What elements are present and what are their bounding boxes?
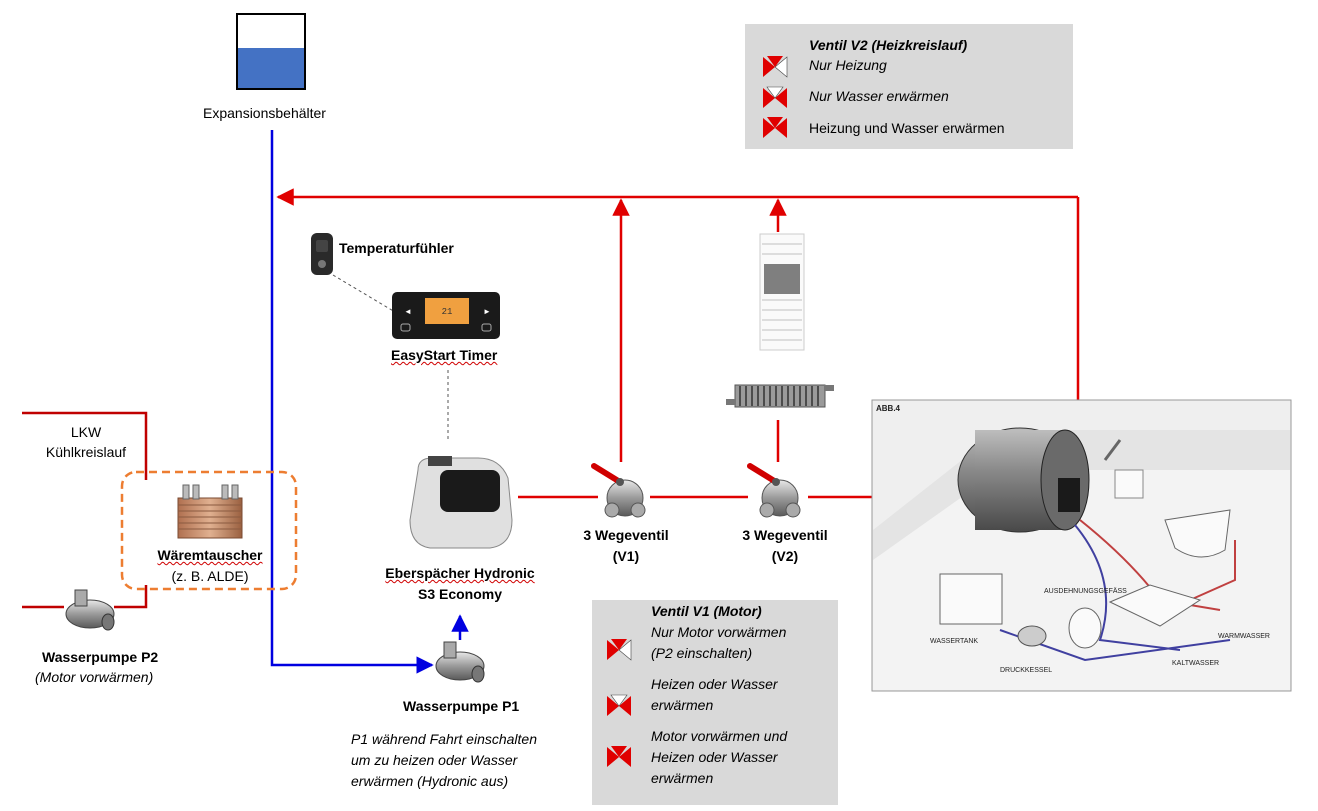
legend-v1-item-1-line2: (P2 einschalten)	[651, 645, 753, 661]
temperature-sensor-label: Temperaturfühler	[339, 240, 454, 256]
legend-v1-item-3-line2: Heizen oder Wasser	[651, 749, 778, 765]
legend-v1-item-3-line1: Motor vorwärmen und	[651, 728, 788, 744]
legend-v2-item-heating-only: Nur Heizung	[809, 57, 887, 73]
finned-convector-icon	[726, 384, 834, 408]
pump-p1-label: Wasserpumpe P1	[403, 698, 520, 714]
figure-label-pressure-vessel: DRUCKKESSEL	[1000, 667, 1053, 674]
heat-exchanger-note: (z. B. ALDE)	[171, 568, 249, 584]
pump-p2-label: Wasserpumpe P2	[42, 649, 159, 665]
legend-v1-item-2-line1: Heizen oder Wasser	[651, 676, 778, 692]
truck-label-line1: LKW	[70, 424, 102, 440]
svg-text:◄: ◄	[404, 307, 412, 316]
legend-v2-glyphs	[763, 56, 788, 138]
pump-p1-note-line2: um zu heizen oder Wasser	[351, 752, 518, 768]
legend-v1-title: Ventil V1 (Motor)	[651, 603, 762, 619]
truck-coolant-pipes	[22, 411, 148, 609]
valve-v1-label-line2: (V1)	[612, 548, 640, 564]
legend-v1-item-1-line1: Nur Motor vorwärmen	[651, 624, 787, 640]
figure-label-watertank: WASSERTANK	[930, 638, 979, 645]
legend-v1-glyphs	[607, 639, 632, 767]
legend-v2-title: Ventil V2 (Heizkreislauf)	[809, 37, 968, 53]
heat-exchanger-box	[120, 470, 298, 591]
legend-v1	[592, 600, 838, 805]
expansion-tank-label: Expansionsbehälter	[203, 105, 326, 121]
legend-v2	[745, 24, 1073, 149]
legend-v2-item-water-only: Nur Wasser erwärmen	[809, 88, 949, 104]
expansion-tank	[236, 13, 306, 90]
valve-v2-label-line2: (V2)	[771, 548, 799, 564]
towel-radiator-icon	[759, 233, 805, 351]
figure-label-cold-water: KALTWASSER	[1172, 660, 1220, 667]
legend-v1-item-3-line3: erwärmen	[651, 770, 714, 786]
hydronic-heater-icon	[409, 456, 513, 549]
svg-text:►: ►	[483, 307, 491, 316]
timer-display: 21	[442, 307, 453, 317]
figure-label-warm-water: WARMWASSER	[1218, 633, 1270, 640]
heater-label-text: Eberspächer Hydronic	[385, 565, 535, 581]
pump-p1-note-line1: P1 während Fahrt einschalten	[351, 731, 537, 747]
water-system-figure	[871, 399, 1292, 692]
legend-v2-item-both: Heizung und Wasser erwärmen	[809, 120, 1005, 136]
heat-exchanger-icon	[177, 484, 243, 539]
three-way-valve-v2-icon	[747, 463, 801, 518]
figure-label-expansion: AUSDEHNUNGSGEFÄSS	[1044, 588, 1127, 595]
heat-exchanger-label: Wäremtauscher	[157, 547, 263, 563]
pump-p1-icon	[435, 641, 485, 683]
hot-pipes	[276, 188, 1080, 506]
heater-label-line1: Eberspächer Hydronic	[370, 564, 550, 582]
truck-label-line2: Kühlkreislauf	[45, 444, 127, 460]
easystart-timer-icon: 21 ◄ ►	[392, 292, 500, 339]
pump-p1-note-line3: erwärmen (Hydronic aus)	[351, 773, 509, 789]
valve-v1-label-line1: 3 Wegeventil	[583, 527, 669, 543]
three-way-valve-v1-icon	[591, 463, 646, 518]
sensor-wire	[332, 274, 396, 313]
timer-label: EasyStart Timer	[391, 347, 498, 363]
cold-pipe	[270, 130, 469, 674]
pump-p2-icon	[65, 589, 115, 631]
figure-tag: ABB.4	[876, 404, 901, 413]
legend-v1-item-2-line2: erwärmen	[651, 697, 714, 713]
temperature-sensor-icon	[311, 233, 333, 275]
valve-v2-label-line1: 3 Wegeventil	[742, 527, 828, 543]
heater-label-line2: S3 Economy	[417, 586, 503, 602]
pump-p2-note: (Motor vorwärmen)	[35, 669, 154, 685]
